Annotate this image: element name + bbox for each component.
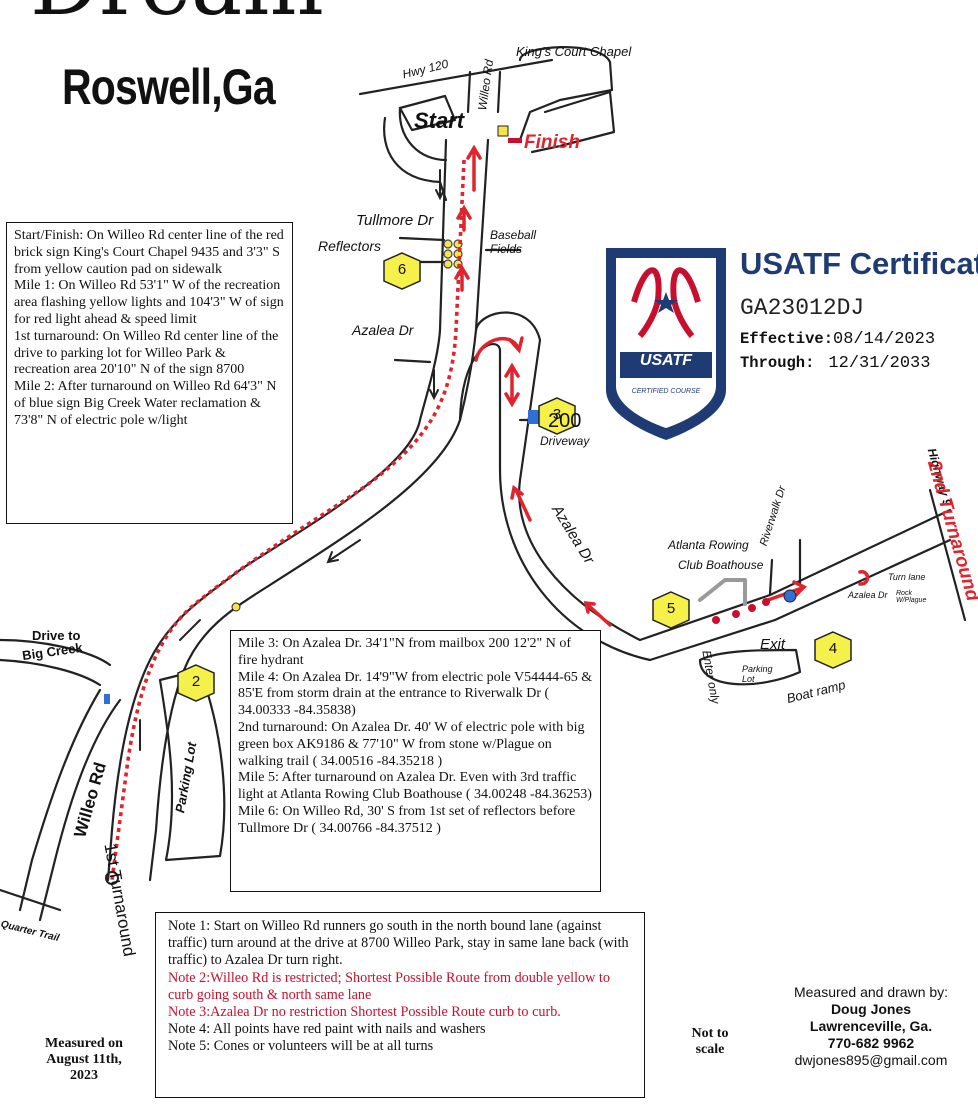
- not-to-scale-line1: Not to: [691, 1026, 729, 1041]
- note-5: Note 5: Cones or volunteers will be at a…: [168, 1038, 434, 1055]
- through-date: 12/31/2033: [828, 354, 931, 373]
- effective-label: Effective:: [740, 330, 834, 348]
- label-200: 200: [548, 410, 582, 432]
- mile-marker-3: 3: [552, 406, 562, 423]
- label-parking-lot-right: Parking Lot: [742, 664, 773, 684]
- measured-on-line1: Measured on: [45, 1036, 123, 1051]
- label-tullmore-dr: Tullmore Dr: [356, 212, 434, 229]
- note-4: Note 4: All points have red paint with n…: [168, 1021, 486, 1038]
- certificate-effective-row: Effective:08/14/2023: [740, 330, 935, 349]
- certificate-through-row: Through: 12/31/2033: [740, 354, 930, 373]
- willeo-bottom-road: [38, 698, 122, 922]
- mile-marker-4: 4: [828, 640, 838, 657]
- mile-marker-2: 2: [191, 673, 201, 690]
- label-azalea-dr-left: Azalea Dr: [352, 322, 414, 338]
- label-drive-to: Drive to: [32, 628, 81, 643]
- desc-mile-4: Mile 4: On Azalea Dr. 14'9"W from electr…: [238, 669, 593, 719]
- measured-by-line1: Measured and drawn by:: [793, 984, 949, 1000]
- through-label: Through:: [740, 354, 815, 372]
- label-atlanta-rowing: Atlanta Rowing: [668, 538, 749, 552]
- label-finish: Finish: [524, 132, 580, 153]
- label-driveway: Driveway: [540, 434, 590, 448]
- usatf-badge-label: USATF: [639, 352, 693, 369]
- label-kings-court-chapel: King's Court Chapel: [516, 44, 632, 59]
- notes-box: Note 1: Start on Willeo Rd runners go so…: [155, 912, 645, 1098]
- desc-mile-2: Mile 2: After turnaround on Willeo Rd 64…: [14, 379, 277, 428]
- label-exit: Exit: [760, 636, 786, 653]
- label-reflectors: Reflectors: [318, 238, 382, 254]
- mile-marker-5: 5: [666, 600, 676, 617]
- desc-mile-6: Mile 6: On Willeo Rd, 30' S from 1st set…: [238, 803, 576, 836]
- route-dotted-line: [110, 159, 466, 881]
- note-2: Note 2:Willeo Rd is restricted; Shortest…: [168, 969, 610, 1003]
- desc-second-turnaround: 2nd turnaround: On Azalea Dr. 40' W of e…: [238, 719, 585, 769]
- measured-by-phone: 770-682 9962: [827, 1035, 915, 1051]
- label-club-boathouse: Club Boathouse: [678, 558, 764, 572]
- description-box-start-to-mile2: Start/Finish: On Willeo Rd center line o…: [6, 222, 293, 524]
- effective-date: 08/14/2023: [833, 330, 936, 349]
- mile-marker-6: 6: [397, 261, 407, 278]
- description-box-mile3-to-mile6: Mile 3: On Azalea Dr. 34'1"N from mailbo…: [230, 630, 601, 892]
- desc-mile-1: Mile 1: On Willeo Rd 53'1" W of the recr…: [14, 278, 284, 327]
- note-1: Note 1: Start on Willeo Rd runners go so…: [168, 918, 629, 969]
- desc-mile-3: Mile 3: On Azalea Dr. 34'1"N from mailbo…: [238, 636, 571, 668]
- usatf-badge-sub: CERTIFIED COURSE: [631, 388, 701, 395]
- label-azalea-dr-right: Azalea Dr: [848, 590, 888, 600]
- note-3: Note 3:Azalea Dr no restriction Shortest…: [168, 1004, 561, 1021]
- measured-on-line3: 2023: [70, 1068, 98, 1083]
- desc-first-turnaround: 1st turnaround: On Willeo Rd center line…: [14, 328, 279, 378]
- measured-on-line2: August 11th,: [46, 1052, 122, 1067]
- not-to-scale: Not to scale: [680, 1026, 740, 1058]
- willeo-main-road: [106, 138, 448, 882]
- measured-on: Measured on August 11th, 2023: [28, 1036, 140, 1084]
- desc-start-finish: Start/Finish: On Willeo Rd center line o…: [14, 228, 284, 277]
- not-to-scale-line2: scale: [695, 1042, 725, 1057]
- measured-by-city: Lawrenceville, Ga.: [809, 1018, 933, 1034]
- measured-by-box: Measured and drawn by: Doug Jones Lawren…: [764, 980, 978, 1072]
- map-title-partial: Dream: [30, 0, 324, 28]
- map-title-city: Roswell,Ga: [62, 59, 276, 115]
- desc-mile-5: Mile 5: After turnaround on Azalea Dr. E…: [238, 770, 592, 803]
- certificate-title: USATF Certificate: [740, 246, 978, 281]
- willeo-top-road: [466, 70, 472, 114]
- measured-by-name: Doug Jones: [830, 1001, 912, 1017]
- label-start: Start: [414, 108, 465, 133]
- hwy120-road: [358, 58, 554, 96]
- label-turn-lane: Turn lane: [888, 572, 926, 582]
- measured-by-email: dwjones895@gmail.com: [794, 1052, 948, 1068]
- label-rock-plague: Rock W/Plague: [896, 590, 927, 604]
- label-baseball-fields: Baseball Fields: [490, 228, 537, 256]
- certificate-code: GA23012DJ: [740, 295, 865, 321]
